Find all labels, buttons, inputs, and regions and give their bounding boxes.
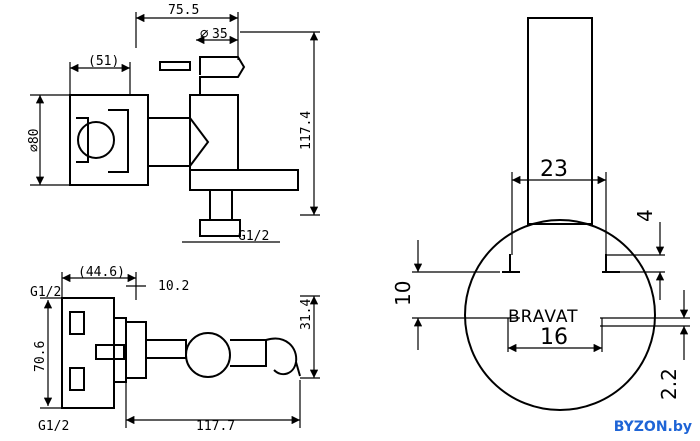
dim-31-4: 31.4 xyxy=(299,299,314,330)
detail-dim-2-2: 2.2 xyxy=(657,368,681,400)
dim-10-2: 10.2 xyxy=(158,279,189,294)
top-view-dimensions xyxy=(30,12,320,243)
thread-g12-lower: G1/2 xyxy=(38,419,69,434)
side-view-dimensions xyxy=(40,272,320,428)
brand-logo: BRAVAT xyxy=(508,307,579,327)
dim-dia-35: 35 xyxy=(212,27,228,42)
side-view-outline xyxy=(61,297,301,409)
dim-75-5: 75.5 xyxy=(168,3,199,18)
diameter-symbol: ⌀ xyxy=(200,26,209,42)
dim-117-7: 117.7 xyxy=(196,419,235,434)
detail-view-dimensions xyxy=(412,172,690,360)
top-view-outline xyxy=(69,56,299,237)
thread-g12-top: G1/2 xyxy=(238,229,269,244)
detail-dim-10: 10 xyxy=(391,281,415,306)
dim-dia-80: ⌀80 xyxy=(27,129,42,152)
detail-dim-16: 16 xyxy=(540,325,568,350)
thread-g12-upper: G1/2 xyxy=(30,285,61,300)
watermark: BYZON.by xyxy=(613,419,692,435)
detail-dim-23: 23 xyxy=(540,157,568,182)
detail-dim-4: 4 xyxy=(633,209,657,222)
detail-view-outline xyxy=(464,17,656,411)
dim-117-4: 117.4 xyxy=(299,111,314,150)
dim-44-6: (44.6) xyxy=(78,265,125,280)
dim-70-6: 70.6 xyxy=(33,341,48,372)
dim-51: (51) xyxy=(88,54,119,69)
